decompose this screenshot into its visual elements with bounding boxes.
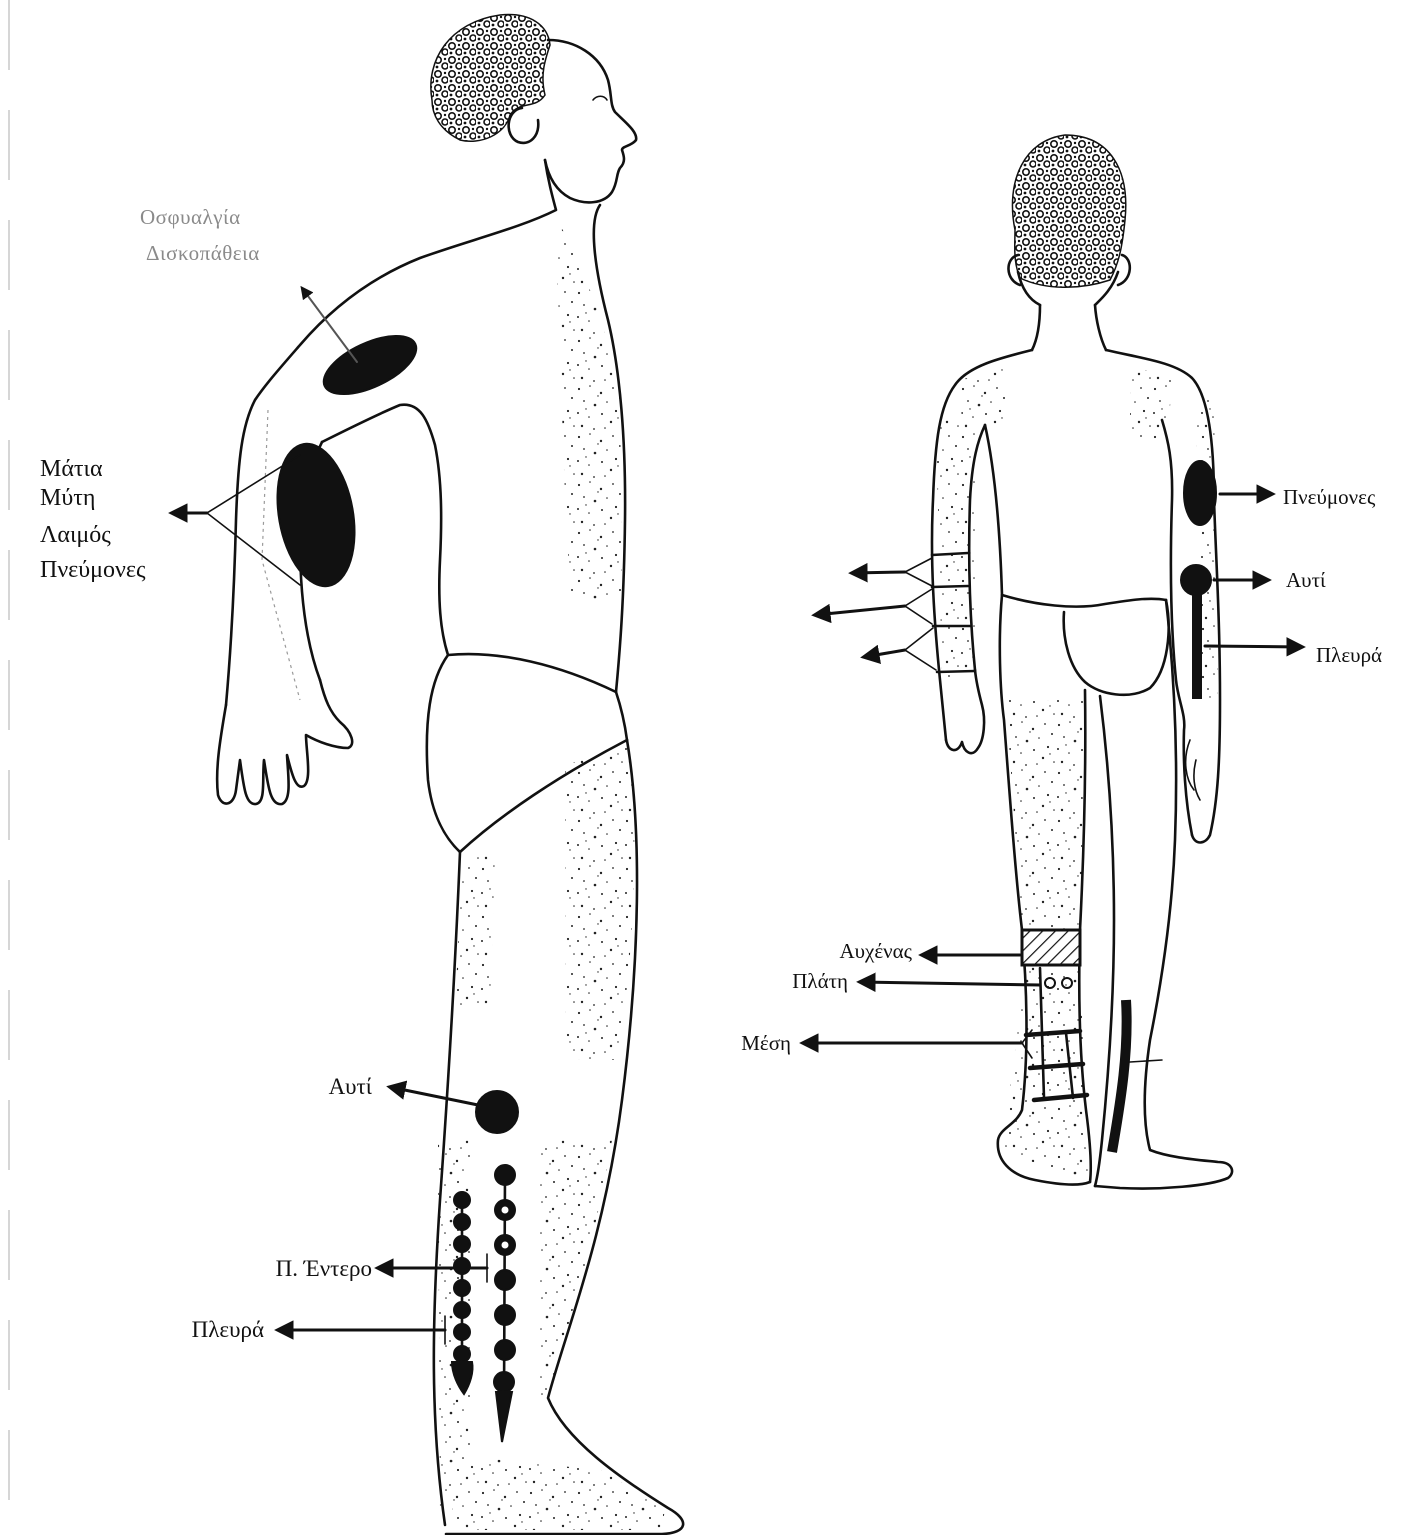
arm-zone-label-eyes: Μάτια	[40, 456, 103, 482]
pleura-label: Πλευρά	[192, 1317, 264, 1342]
arm-ear-zone	[1181, 565, 1211, 595]
knee-label: Αυτί	[329, 1074, 373, 1099]
arm-zone-label-throat: Λαιμός	[40, 522, 111, 548]
arm-pleura-label: Πλευρά	[1316, 643, 1382, 667]
hair	[1012, 135, 1125, 287]
leg-back-label: Πλάτη	[792, 969, 848, 993]
spine-label-line1: Οσφυαλγία	[140, 205, 241, 229]
arm-zone-label-lungs: Πνεύμονες	[40, 557, 146, 583]
leg-neck-hatched-band	[1022, 930, 1080, 965]
leg-lower-back-label: Μέση	[741, 1031, 791, 1055]
arm-lungs-zone	[1184, 461, 1216, 525]
knee-ear-zone	[476, 1091, 518, 1133]
arm-pleura-zone	[1193, 592, 1201, 698]
arm-band-arrow-1	[852, 572, 905, 573]
arm-ear-label: Αυτί	[1286, 568, 1326, 592]
arm-pleura-arrow	[1205, 646, 1302, 647]
leg-neck-label: Αυχένας	[839, 939, 912, 963]
spine-label-line2: Δισκοπάθεια	[146, 241, 260, 265]
calf-bead-line-intestine	[452, 1192, 473, 1394]
arm-lungs-label: Πνεύμονες	[1283, 485, 1376, 509]
arm-zone-label-nose: Μύτη	[40, 485, 95, 511]
intestine-label: Π. Έντερο	[276, 1256, 372, 1281]
